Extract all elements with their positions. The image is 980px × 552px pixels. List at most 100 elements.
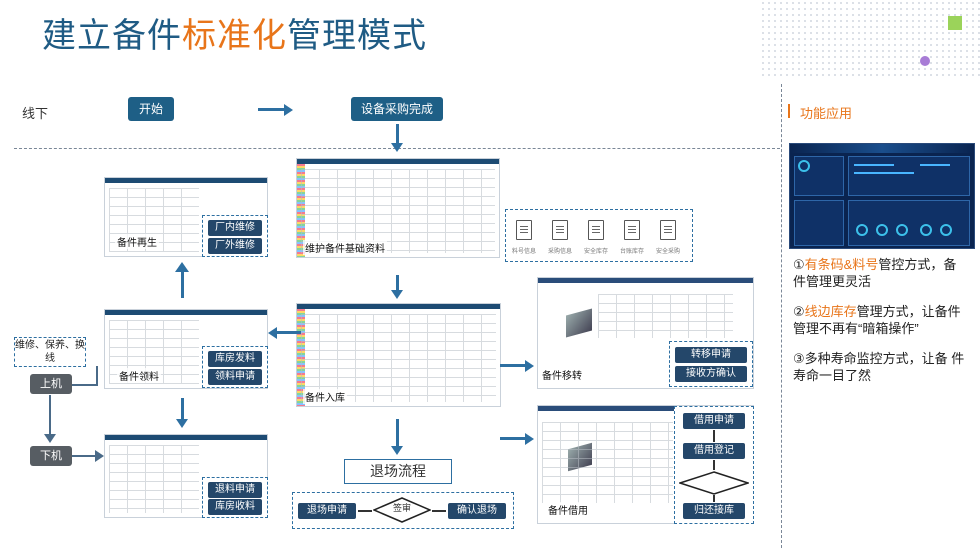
inbound-screen[interactable]: 备件入库	[296, 303, 501, 407]
title-part-1: 建立备件	[42, 16, 182, 56]
arrowhead	[391, 290, 403, 299]
document-icon	[624, 220, 640, 240]
regen-caption: 备件再生	[115, 234, 159, 249]
arrow-start-to-procurement	[258, 108, 284, 111]
arrowhead	[95, 450, 104, 462]
return-to-warehouse-button[interactable]: 归还接库	[683, 503, 745, 519]
down-machine-button[interactable]: 下机	[30, 446, 72, 466]
transfer-caption: 备件移转	[540, 367, 584, 382]
doc-label: 台账库存	[619, 249, 644, 255]
arrow-requisition-to-regen	[181, 270, 184, 298]
requisition-button-box: 库房发料 领料申请	[202, 346, 268, 388]
start-button[interactable]: 开始	[128, 97, 174, 121]
arrowhead	[525, 433, 534, 445]
title-part-2: 标准化	[182, 16, 287, 56]
arrow-borrow-step	[713, 430, 715, 442]
basic-data-screen[interactable]: 维护备件基础资料	[296, 158, 500, 258]
feature-3: ③多种寿命监控方式，让备 件寿命一目了然	[793, 350, 971, 384]
panel-divider	[781, 84, 782, 548]
arrow-exit-step	[432, 510, 446, 512]
approval-diamond	[373, 497, 431, 523]
decorative-green-square	[948, 16, 962, 30]
warehouse-issue-button[interactable]: 库房发料	[208, 351, 262, 367]
feature-1-prefix: ①	[793, 257, 805, 272]
dashboard-thumbnail[interactable]	[789, 143, 975, 249]
feature-1: ①有条码&料号管控方式，备 件管理更灵活	[793, 256, 971, 290]
borrow-request-button[interactable]: 借用申请	[683, 413, 745, 429]
arrow-inbound-to-transfer	[500, 364, 526, 367]
basic-data-caption: 维护备件基础资料	[303, 240, 387, 255]
borrow-decision-diamond	[679, 471, 749, 495]
offline-label: 线下	[22, 106, 49, 121]
exit-flow-title: 退场流程	[344, 459, 452, 484]
document-icon	[660, 220, 676, 240]
feature-3-prefix: ③	[793, 351, 805, 366]
arrowhead	[175, 262, 189, 272]
section-title: 功能应用	[800, 106, 853, 121]
return-request-button[interactable]: 退料申请	[208, 482, 262, 498]
feature-3-text: 多种寿命监控方式，让备 件寿命一目了然	[793, 351, 965, 383]
approval-diamond-label: 签审	[392, 503, 411, 513]
feature-2-text: 管理方式，让备件 管理不再有“暗箱操作”	[793, 304, 961, 336]
requisition-request-button[interactable]: 领料申请	[208, 369, 262, 385]
section-accent-bar	[788, 104, 790, 118]
outsourced-repair-button[interactable]: 厂外维修	[208, 238, 262, 254]
decorative-purple-dot	[920, 56, 930, 66]
arrow-requisition-to-return	[181, 398, 184, 420]
doc-label: 料号信息	[511, 249, 536, 255]
arrowhead	[391, 143, 403, 152]
arrow-basic-to-inbound	[396, 275, 399, 291]
arrowhead	[44, 434, 56, 443]
regen-button-box: 厂内维修 厂外维修	[202, 215, 268, 257]
arrow-requisition-to-up	[72, 384, 98, 386]
exit-flow-box: 退场申请 签审 确认退场	[292, 492, 514, 529]
exit-request-button[interactable]: 退场申请	[298, 503, 356, 519]
doc-list-box: 料号信息 采购信息 安全库存 台账库存 安全采购	[505, 209, 693, 262]
warehouse-receive-button[interactable]: 库房收料	[208, 499, 262, 515]
document-icon	[588, 220, 604, 240]
arrowhead	[391, 446, 403, 455]
arrow-inbound-to-borrow	[500, 437, 526, 440]
arrowhead	[525, 360, 534, 372]
inbound-caption: 备件入库	[303, 389, 347, 404]
receiver-confirm-button[interactable]: 接收方确认	[675, 366, 747, 382]
arrowhead	[284, 104, 293, 116]
repair-maintenance-box: 维修、保养、换线	[14, 337, 86, 367]
arrow-requisition-to-up-vertical	[96, 366, 98, 386]
return-button-box: 退料申请 库房收料	[202, 477, 268, 518]
transfer-request-button[interactable]: 转移申请	[675, 347, 747, 363]
doc-label: 采购信息	[547, 249, 572, 255]
title-part-3: 管理模式	[287, 16, 427, 56]
borrow-register-button[interactable]: 借用登记	[683, 443, 745, 459]
page-title: 建立备件标准化管理模式	[42, 8, 427, 57]
feature-2: ②线边库存管理方式，让备件 管理不再有“暗箱操作”	[793, 303, 971, 337]
doc-label: 安全采购	[655, 249, 680, 255]
requisition-caption: 备件领料	[117, 368, 161, 383]
arrowhead	[176, 419, 188, 428]
up-machine-button[interactable]: 上机	[30, 374, 72, 394]
return-screen[interactable]	[104, 434, 268, 518]
feature-2-prefix: ②	[793, 304, 805, 319]
borrow-flow-box: 借用申请 借用登记 归还接库	[674, 406, 754, 524]
arrow-inbound-to-requisition	[277, 331, 301, 334]
procurement-done-button[interactable]: 设备采购完成	[351, 97, 443, 121]
feature-1-highlight: 有条码&料号	[804, 257, 879, 272]
borrow-caption: 备件借用	[546, 502, 590, 517]
confirm-exit-button[interactable]: 确认退场	[448, 503, 506, 519]
cabinet-illustration	[566, 308, 592, 338]
arrowhead	[268, 327, 277, 339]
feature-2-highlight: 线边库存	[804, 304, 857, 319]
decorative-dot-pattern	[760, 0, 980, 80]
document-icon	[552, 220, 568, 240]
in-factory-repair-button[interactable]: 厂内维修	[208, 220, 262, 236]
arrow-procurement-to-basic-data	[396, 124, 399, 144]
arrow-inbound-to-exit	[396, 419, 399, 447]
transfer-button-box: 转移申请 接收方确认	[669, 341, 753, 387]
arrow-exit-step	[358, 510, 372, 512]
arrow-down-to-return	[72, 455, 96, 457]
arrow-up-to-down	[49, 395, 51, 435]
feature-1-text: 管控方式，备 件管理更灵活	[793, 257, 957, 289]
arrow-borrow-step	[713, 460, 715, 470]
doc-label: 安全库存	[583, 249, 608, 255]
document-icon	[516, 220, 532, 240]
